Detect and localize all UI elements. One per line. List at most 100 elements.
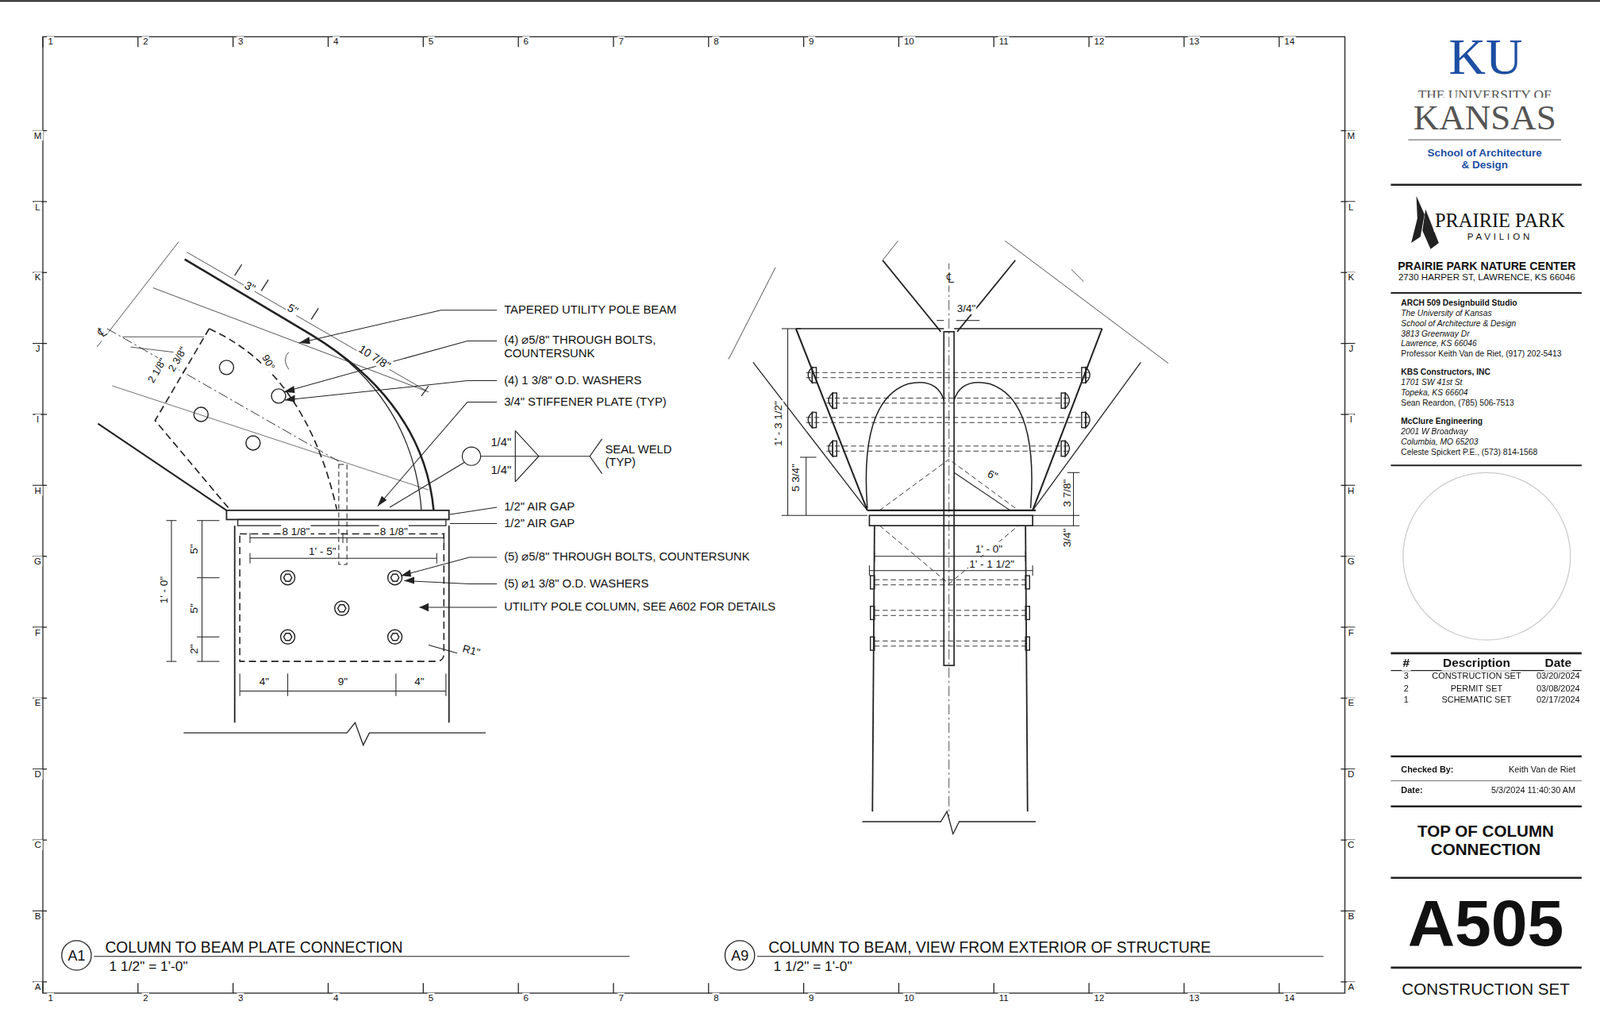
grid-tick — [612, 36, 614, 47]
grid-tick — [707, 36, 709, 47]
grid-label: H — [1346, 484, 1356, 496]
drawing-note: 1' - 0" — [973, 542, 1004, 555]
grid-tick — [232, 982, 234, 993]
title-block-text: A505 — [1406, 885, 1565, 962]
drawing-note: 3/4" — [956, 302, 977, 316]
drawing-note: COLUMN TO BEAM, VIEW FROM EXTERIOR OF ST… — [767, 938, 1212, 956]
title-block-text: Checked By: — [1400, 765, 1455, 776]
grid-label: 4 — [332, 36, 340, 47]
grid-tick — [1183, 36, 1185, 47]
grid-label: 2 — [142, 36, 150, 47]
drawing-note: 90° — [258, 351, 278, 373]
drawing-note: (4) ⌀5/8" THROUGH BOLTS, COUNTERSUNK — [503, 333, 710, 361]
grid-tick — [612, 982, 614, 993]
title-block-rules — [1390, 139, 1581, 968]
grid-label: F — [1346, 626, 1355, 638]
drawing-note: 1' - 0" — [157, 575, 170, 605]
grid-label: 10 — [903, 36, 916, 47]
grid-label: A — [33, 981, 42, 993]
sheet-edge — [0, 0, 1600, 2]
title-block-text: # — [1401, 656, 1411, 671]
title-block-text: & Design — [1460, 157, 1509, 171]
title-block-text: CONSTRUCTION SET — [1430, 671, 1523, 682]
a1-leaders — [283, 310, 497, 612]
grid-tick — [517, 36, 519, 47]
grid-label: 11 — [997, 992, 1010, 1004]
grid-tick — [898, 982, 900, 993]
title-block-text: 03/20/2024 — [1535, 671, 1581, 682]
sheet-frame — [42, 36, 1346, 993]
a9-dimensions — [781, 320, 1080, 576]
title-block-text: KU — [1447, 27, 1524, 87]
title-block-text: 2001 W Broadway — [1400, 426, 1470, 437]
detail-number: A1 — [66, 946, 87, 964]
title-underline — [93, 955, 630, 957]
grid-label: 5 — [426, 992, 435, 1004]
grid-label: 7 — [617, 992, 625, 1004]
grid-label: 13 — [1188, 36, 1200, 47]
grid-label: 7 — [617, 36, 625, 47]
drawing-note: COLUMN TO BEAM PLATE CONNECTION — [103, 938, 404, 956]
grid-label: D — [33, 769, 43, 780]
drawing-note: (4) 1 3/8" O.D. WASHERS — [503, 373, 643, 388]
a1-dimensions — [166, 520, 458, 697]
grid-label: 11 — [997, 36, 1010, 47]
drawing-note: 5" — [284, 300, 302, 319]
drawing-note: 6" — [984, 466, 1001, 483]
seal-circle — [1403, 472, 1571, 640]
grid-label: 6 — [522, 36, 530, 47]
title-block-text: Topeka, KS 66604 — [1400, 388, 1470, 398]
grid-label: 12 — [1092, 992, 1105, 1004]
grid-tick — [1088, 982, 1089, 993]
grid-label: 13 — [1188, 992, 1200, 1004]
drawing-note: 1' - 5" — [307, 545, 338, 558]
drawing-note: 3/4" STIFFENER PLATE (TYP) — [503, 395, 668, 409]
a9-illustration — [728, 240, 1169, 834]
grid-tick — [423, 982, 424, 993]
grid-label: J — [34, 342, 41, 354]
title-block-text: Date: — [1400, 785, 1424, 797]
title-block-text: The University of Kansas — [1400, 308, 1493, 319]
grid-label: 3 — [237, 36, 245, 47]
grid-label: B — [33, 910, 42, 921]
grid-label: 1 — [46, 992, 54, 1004]
drawing-note: 5" — [188, 602, 201, 615]
grid-label: 10 — [903, 992, 916, 1004]
grid-tick — [517, 982, 519, 993]
title-block-text: 1 — [1402, 695, 1410, 706]
grid-label: D — [1346, 769, 1356, 780]
grid-label: 6 — [522, 992, 530, 1004]
title-block-text: 3813 Greenway Dr — [1400, 329, 1471, 339]
drawing-note: ℄ — [945, 269, 956, 286]
grid-tick — [707, 982, 709, 993]
grid-tick — [1278, 36, 1280, 47]
grid-tick — [993, 36, 995, 47]
title-block-text: 2730 HARPER ST, LAWRENCE, KS 66046 — [1397, 272, 1577, 283]
grid-label: A — [1346, 981, 1355, 993]
grid-label: 12 — [1092, 36, 1105, 47]
grid-tick — [1183, 982, 1185, 993]
grid-label: 14 — [1283, 992, 1296, 1004]
title-block-text: School of Architecture — [1426, 146, 1543, 159]
title-block-text: PAVILION — [1465, 231, 1534, 243]
drawing-note: (5) ⌀5/8" THROUGH BOLTS, COUNTERSUNK — [503, 550, 751, 565]
a1-illustration — [96, 242, 486, 746]
title-block-text: PRAIRIE PARK NATURE CENTER — [1396, 259, 1577, 273]
drawing-note: 3/4" — [1060, 527, 1074, 549]
grid-label: 2 — [142, 992, 150, 1004]
drawing-note: 2 3/8" — [165, 343, 190, 374]
drawing-note: (5) ⌀1 3/8" O.D. WASHERS — [503, 576, 650, 591]
grid-label: 9 — [807, 36, 816, 47]
grid-label: 3 — [237, 992, 245, 1004]
grid-tick — [232, 36, 234, 47]
grid-label: L — [34, 201, 42, 212]
grid-tick — [898, 36, 900, 47]
grid-label: 9 — [807, 992, 816, 1004]
title-block-text: PERMIT SET — [1449, 684, 1504, 695]
title-block-text: PRAIRIE PARK — [1434, 209, 1567, 232]
grid-label: I — [35, 414, 41, 425]
grid-label: H — [33, 484, 43, 496]
title-block-text: 5/3/2024 11:40:30 AM — [1490, 785, 1577, 797]
drawing-note: 1' - 1 1/2" — [968, 557, 1016, 570]
